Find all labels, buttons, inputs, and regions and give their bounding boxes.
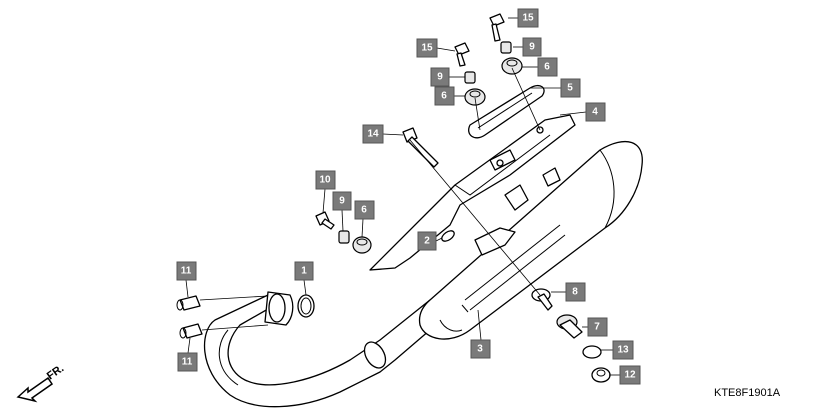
callout-11-upper: 11 [176,261,197,281]
rubber-6c [352,236,372,254]
callout-14: 14 [362,124,384,144]
svg-text:6: 6 [544,62,550,73]
svg-text:11: 11 [182,357,193,368]
svg-text:9: 9 [339,196,345,207]
callout-8: 8 [565,282,586,302]
cap-nut-upper [176,295,201,311]
washer-13 [582,345,602,359]
svg-text:14: 14 [367,129,379,140]
bolt-15-upper [489,13,505,42]
collar-9c [338,230,350,244]
callout-4: 4 [585,102,606,122]
svg-text:9: 9 [437,72,443,83]
callout-9-middle: 9 [430,67,450,87]
front-direction-arrow: FR. [16,362,66,403]
callout-6-upper: 6 [537,57,558,77]
callout-6-lower: 6 [354,200,375,220]
exhaust-pipe [203,294,446,408]
heat-plate [468,84,545,139]
svg-text:13: 13 [617,345,629,356]
callout-11-lower: 11 [177,352,198,372]
muffler [418,141,643,340]
bolt-10 [315,211,335,230]
collar-9b [464,71,476,84]
svg-text:5: 5 [567,83,573,94]
callout-13: 13 [612,340,634,360]
svg-text:15: 15 [522,13,534,24]
leader-lines [185,17,620,376]
exhaust-flange [264,291,294,326]
rubber-6b [464,88,486,106]
svg-text:6: 6 [361,205,367,216]
svg-text:11: 11 [181,266,192,277]
svg-text:7: 7 [594,322,600,333]
callout-9-lower: 9 [332,191,352,211]
nut-12 [591,367,611,383]
svg-text:15: 15 [421,43,433,54]
diagram-code: KTE8F1901A [714,387,781,399]
callout-2: 2 [417,231,437,251]
rubber-7 [556,314,583,339]
callout-3: 3 [470,339,491,359]
callout-15-lower: 15 [416,38,438,58]
callout-12: 12 [619,365,641,385]
callout-10: 10 [315,170,336,190]
bolt-15-lower [454,42,470,67]
callout-9-upper: 9 [522,37,542,57]
svg-text:9: 9 [529,42,535,53]
svg-text:4: 4 [592,107,598,118]
collar-9a [500,41,512,54]
callout-1: 1 [294,261,314,281]
callout-6-middle: 6 [434,86,455,106]
svg-text:3: 3 [477,344,483,355]
svg-text:10: 10 [319,175,331,186]
svg-text:6: 6 [441,91,447,102]
cap-nut-lower [179,323,203,339]
bolt-long [402,127,439,168]
collar-8 [531,288,553,311]
svg-text:12: 12 [624,370,636,381]
svg-text:8: 8 [572,287,578,298]
rubber-6a [501,57,523,75]
callout-15-upper: 15 [517,8,539,28]
callout-5: 5 [560,78,581,98]
svg-text:1: 1 [301,266,307,277]
callout-7: 7 [587,317,608,337]
svg-text:2: 2 [424,236,430,247]
